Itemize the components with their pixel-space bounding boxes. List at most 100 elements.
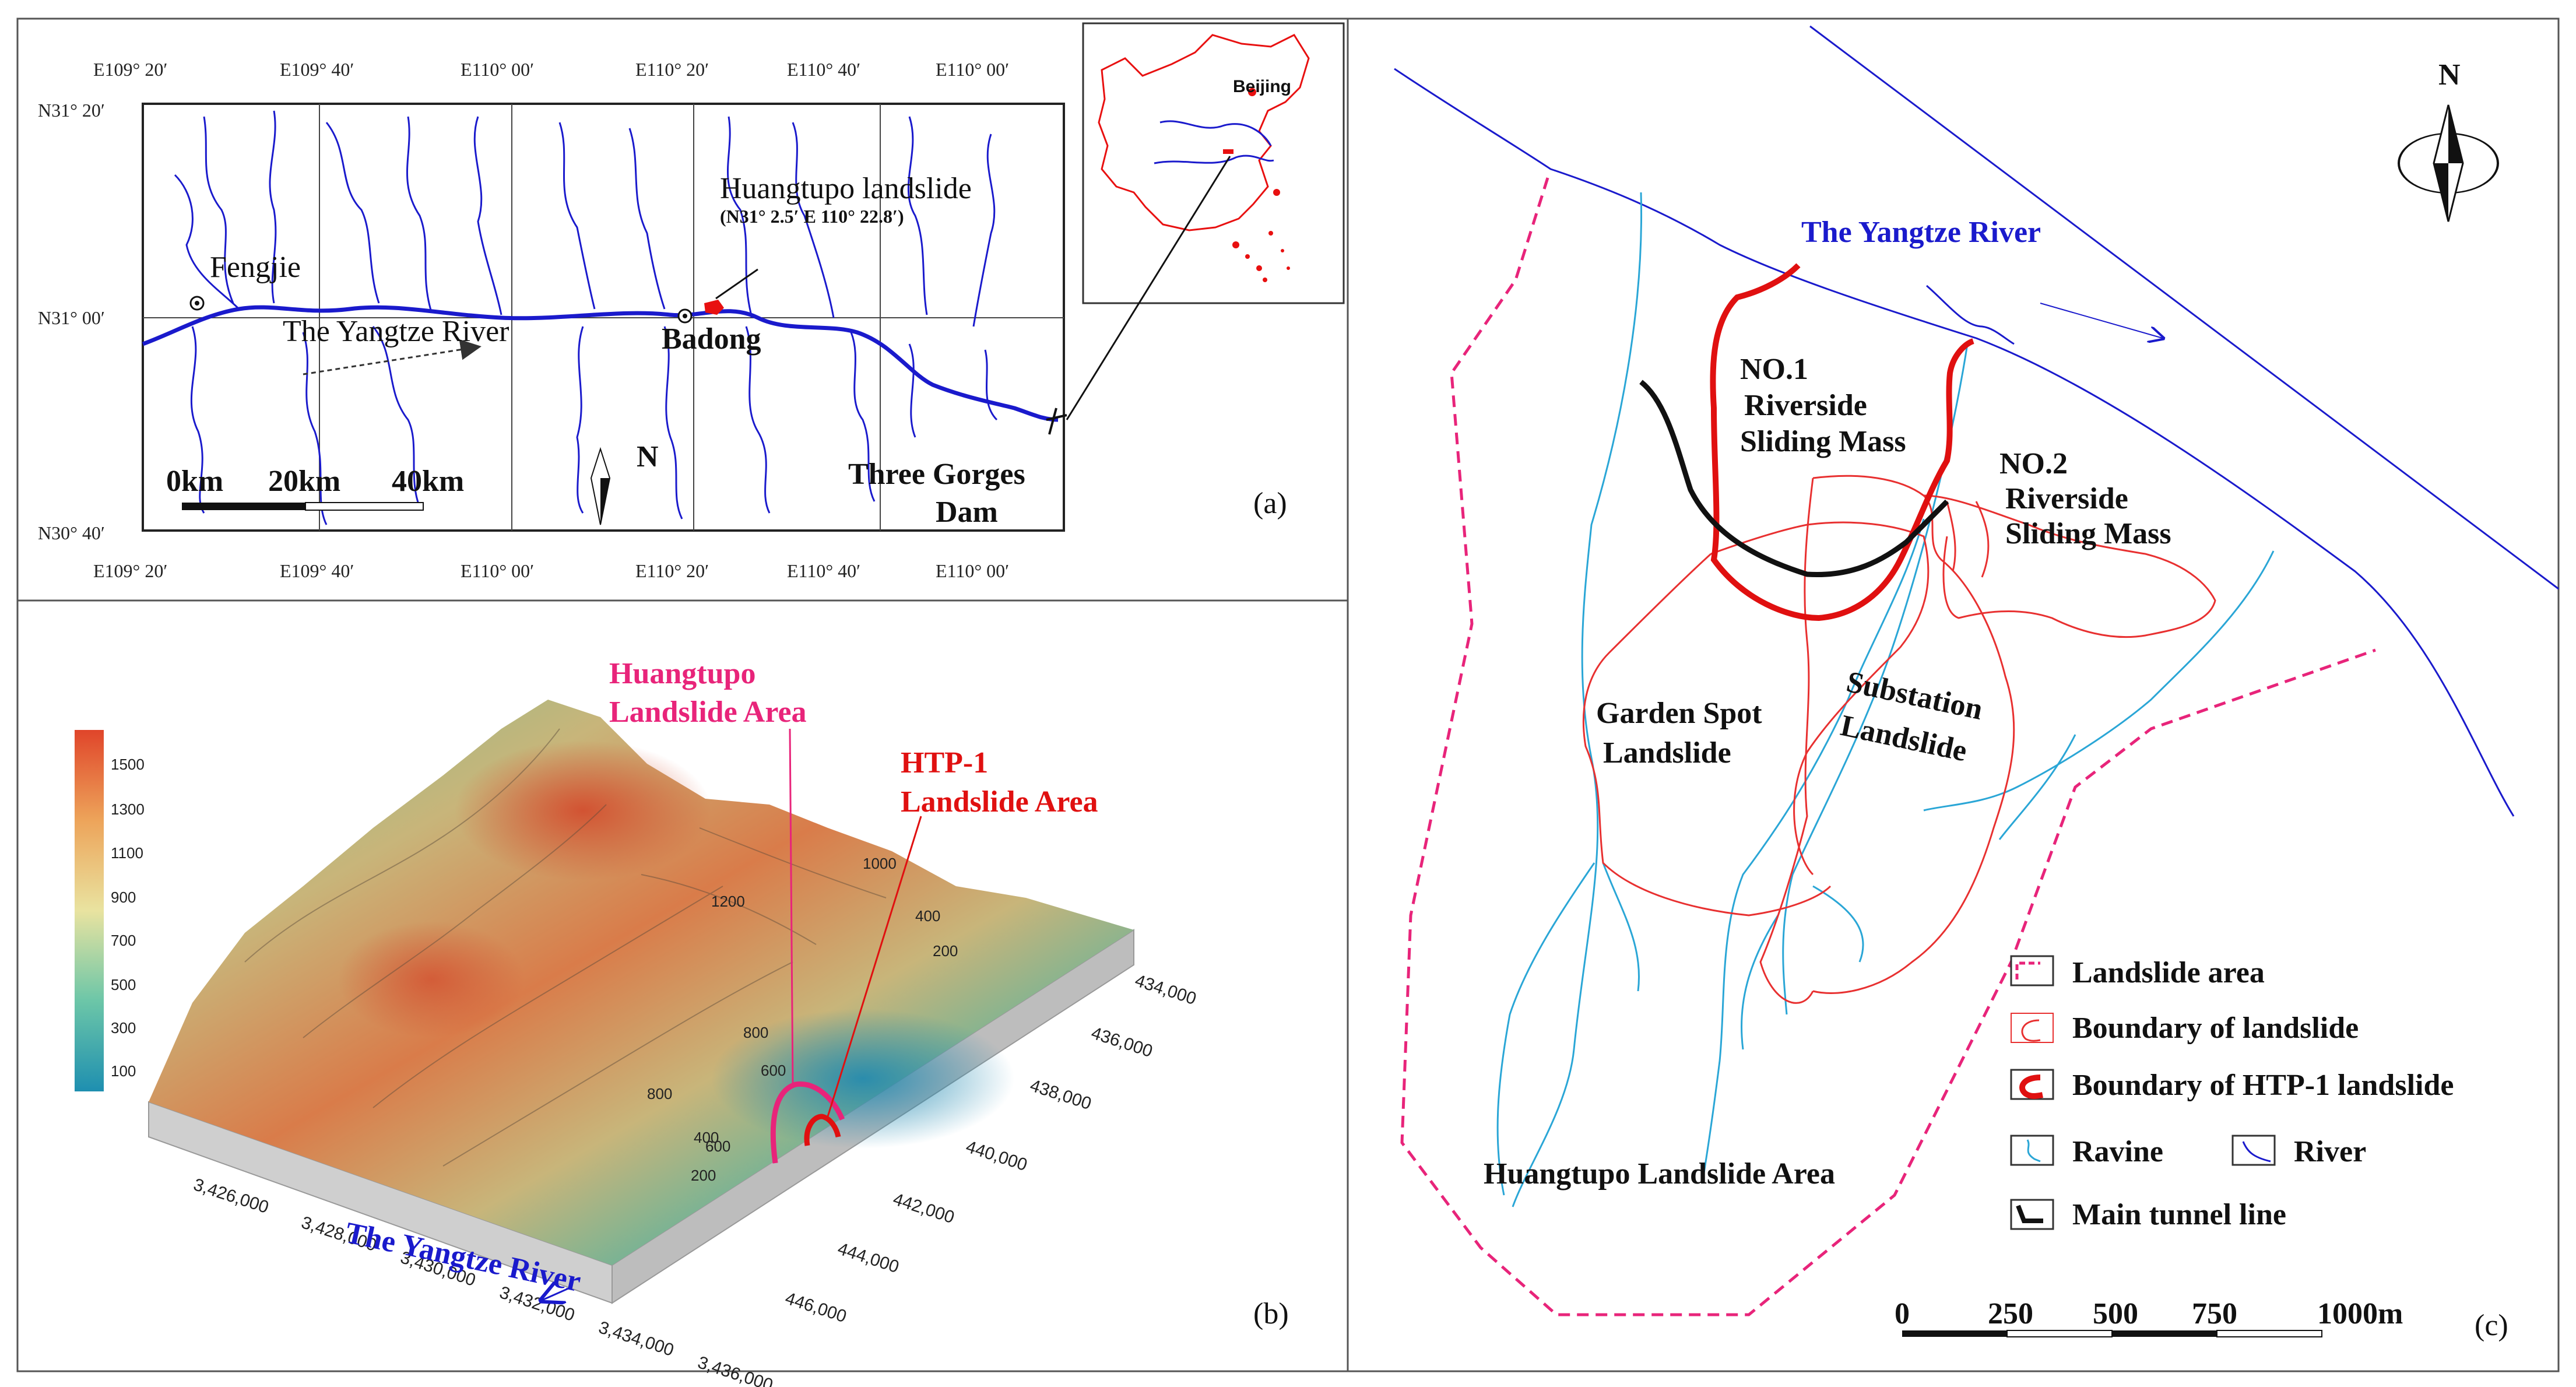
lon-label-top-3: E110° 00′ [461,59,534,80]
panel-a-river-label: The Yangtze River [283,315,509,348]
beijing-label: Beijing [1233,77,1291,96]
outer-frame [16,17,2560,1372]
panel-a-scale-40: 40km [392,465,464,498]
scale-label-250: 250 [1988,1297,2033,1330]
lon-label-bottom-3: E110° 00′ [461,560,534,581]
lon-label-top-4: E110° 20′ [635,59,709,80]
panel-a-north-arrow-fill-icon [600,478,610,525]
contour-label: 600 [705,1137,730,1155]
china-outline-icon [1098,34,1310,231]
panel-c-north-arrow-fill-icon [2448,105,2463,163]
lat-label-2: N31° 00′ [38,307,105,328]
inset-location-marker-icon [1223,149,1233,154]
huangtupo-area-label: Huangtupo Landslide Area [1484,1157,1835,1191]
lon-label-top-1: E109° 20′ [93,59,167,80]
y-tick: 438,000 [1028,1076,1094,1114]
no2-label-line3: Sliding Mass [2005,517,2171,550]
china-rivers-icon [1154,120,1274,164]
legend-tunnel-icon [2016,1205,2043,1223]
terrain-surface [149,700,1134,1265]
contour-label: 400 [915,907,940,925]
contour-label: 800 [743,1024,768,1041]
panel-a-scale-white [305,502,424,511]
colorbar-tick: 900 [111,889,136,906]
contour-label: 200 [933,942,958,960]
y-tick: 440,000 [964,1137,1029,1175]
dam-label-line2: Dam [936,496,998,529]
panel-b-river-arrow [542,1288,569,1300]
inset-leader-line [1066,156,1231,420]
panel-a-north-label: N [637,440,659,473]
scale-seg-4 [2216,1330,2322,1337]
yangtze-main-river [142,305,1059,422]
lon-label-bottom-4: E110° 20′ [635,560,709,581]
colorbar-tick: 500 [111,976,136,993]
y-tick: 446,000 [783,1288,849,1326]
y-tick: 434,000 [1133,971,1199,1009]
lon-label-top-5: E110° 40′ [787,59,860,80]
landslide-area-outline [1400,177,2376,1316]
huangtupo-leader-line [789,728,794,1085]
contour-label: 600 [761,1062,786,1079]
contour-label: 1000 [863,855,897,872]
panel-a: E109° 20′ E109° 40′ E110° 00′ E110° 20′ … [38,22,1345,581]
x-tick: 3,436,000 [695,1353,775,1387]
panel-a-label: (a) [1253,487,1287,520]
landslide-leader-line [715,268,758,300]
landslide-coords-label: (N31° 2.5′ E 110° 22.8′) [720,206,904,227]
panel-c-river-label: The Yangtze River [1801,216,2041,249]
colorbar-tick: 700 [111,932,136,949]
colorbar-ticks: 1500 1300 1100 900 700 500 300 100 [111,756,145,1080]
legend-htp-icon [2019,1075,2043,1099]
panel-c-river-arrow [2040,303,2163,338]
legend-htp-label: Boundary of HTP-1 landslide [2072,1069,2454,1102]
main-tunnel-line [1639,380,1949,578]
panel-c-scale-bar: 0 250 500 750 1000m [1895,1297,2403,1337]
legend-boundary-icon [2021,1019,2041,1042]
fengjie-marker-dot-icon [195,301,199,306]
panel-c-north-label: N [2438,58,2461,92]
panel-b: 1500 1300 1100 900 700 500 300 100 1200 [75,657,1289,1387]
contour-label: 200 [691,1167,716,1184]
huangtupo-area-outline-icon [770,1081,845,1164]
river-flow-arrow [303,339,482,375]
dam-label-line1: Three Gorges [848,458,1025,491]
scale-label-750: 750 [2192,1297,2237,1330]
colorbar-tick: 300 [111,1019,136,1037]
lon-label-bottom-6: E110° 00′ [936,560,1009,581]
scale-label-500: 500 [2093,1297,2138,1330]
panel-c-label: (c) [2475,1309,2508,1342]
beijing-marker-icon [1248,88,1256,96]
x-tick: 3,426,000 [191,1175,271,1217]
y-tick: 444,000 [835,1239,901,1277]
badong-label: Badong [662,322,761,356]
contour-label: 400 [694,1129,719,1146]
scale-label-1000: 1000m [2317,1297,2403,1330]
lon-label-top-6: E110° 00′ [936,59,1009,80]
contour-labels: 1200 1000 800 600 400 200 800 600 400 20… [647,855,958,1184]
htp1-label-line1: HTP-1 [901,746,988,779]
river-bank-south [1394,68,2515,817]
garden-label-line1: Garden Spot [1596,697,1762,730]
legend-tunnel-label: Main tunnel line [2072,1198,2286,1231]
contour-label: 800 [647,1085,672,1102]
panel-c-north-arrow-fill-icon [2434,163,2448,222]
legend-swatch-boundary [2011,1013,2054,1043]
no2-label-line1: NO.2 [1999,447,2068,480]
badong-marker-dot-icon [683,314,687,318]
river-bank-inlet [1926,285,2015,345]
panel-c: The Yangtze River N [1394,25,2559,1342]
legend-landslide-area-label: Landslide area [2072,956,2265,989]
garden-label-line2: Landslide [1603,736,1731,770]
colorbar-tick: 1300 [111,800,145,818]
no1-label-line2: Riverside [1744,389,1867,422]
scale-seg-2 [2006,1330,2113,1337]
contour-label: 1200 [711,893,745,910]
colorbar-tick: 1100 [111,844,143,862]
river-bank-north [1809,25,2559,590]
scale-label-0: 0 [1895,1297,1910,1330]
legend-landslide-area-icon [2015,961,2040,979]
htp1-outline-icon [804,1114,841,1146]
huangtupo-area-label-line1: Huangtupo [609,657,755,690]
